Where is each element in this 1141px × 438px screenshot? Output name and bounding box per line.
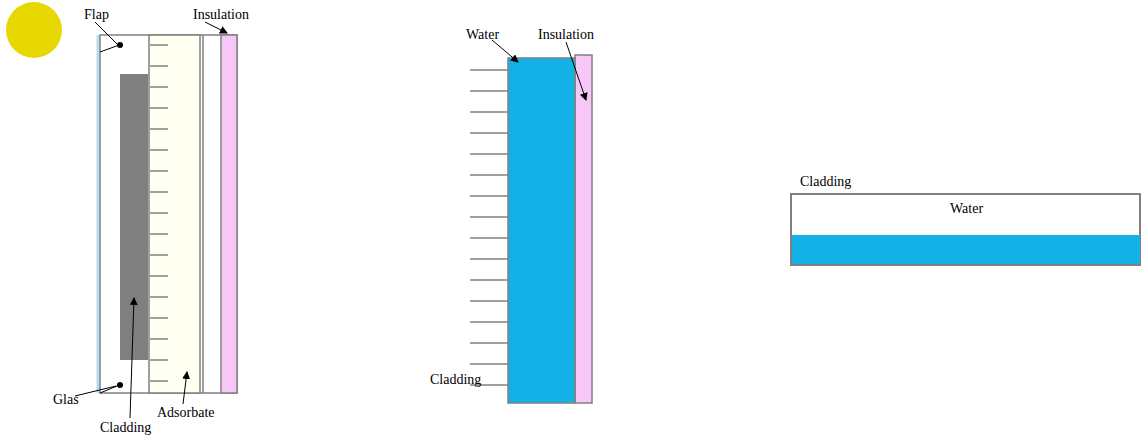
leader-line <box>205 22 227 33</box>
collector-housing <box>100 35 237 393</box>
fin <box>470 300 508 302</box>
water-tank <box>508 58 575 403</box>
fin <box>150 338 168 340</box>
leader-line <box>75 386 116 396</box>
fin <box>470 342 508 344</box>
fin <box>470 321 508 323</box>
absorber <box>120 74 148 360</box>
fin <box>150 65 168 67</box>
leader-line <box>183 372 187 404</box>
fin <box>470 216 508 218</box>
fin <box>150 149 168 151</box>
fin <box>150 191 168 193</box>
fin <box>470 363 508 365</box>
fin <box>470 258 508 260</box>
fin <box>470 279 508 281</box>
content-label: Water <box>950 201 983 216</box>
fin <box>150 380 168 382</box>
fin <box>470 111 508 113</box>
fin <box>150 212 168 214</box>
part-label: Glas <box>53 392 79 407</box>
horizontal-tank <box>791 194 1140 265</box>
tank-node: CladdingWater <box>790 172 1141 265</box>
fin <box>150 128 168 130</box>
part-label: Cladding <box>800 174 851 189</box>
fin <box>470 174 508 176</box>
part-label: Insulation <box>193 7 249 22</box>
sun <box>6 2 62 58</box>
leader-line <box>492 40 518 62</box>
part-label: Adsorbate <box>157 405 215 420</box>
leader-line <box>566 42 586 100</box>
insulation <box>221 35 237 393</box>
wall <box>202 35 204 393</box>
fins <box>150 45 168 381</box>
fin <box>150 254 168 256</box>
fin <box>150 44 168 46</box>
fin <box>470 132 508 134</box>
fin <box>150 233 168 235</box>
leader-line <box>130 298 134 418</box>
fin <box>470 195 508 197</box>
fin <box>470 237 508 239</box>
fin <box>470 153 508 155</box>
part-label: Cladding <box>100 420 151 435</box>
fin <box>150 296 168 298</box>
leader-line <box>95 22 117 44</box>
water-level <box>792 235 1140 264</box>
flap-hinge <box>117 382 123 388</box>
fin <box>470 69 508 71</box>
fin <box>150 359 168 361</box>
part-label: Cladding <box>430 372 481 387</box>
part-label: Water <box>466 27 499 42</box>
flap-hinge <box>117 42 123 48</box>
insulation <box>575 55 592 403</box>
part-label: Flap <box>84 7 109 22</box>
adsorbate-chamber <box>149 35 200 393</box>
part-label: Insulation <box>538 27 594 42</box>
fin <box>150 86 168 88</box>
fin <box>150 317 168 319</box>
fin <box>150 170 168 172</box>
fins <box>470 70 508 385</box>
fin <box>150 275 168 277</box>
fin <box>470 90 508 92</box>
fin <box>150 107 168 109</box>
glass <box>97 35 100 393</box>
